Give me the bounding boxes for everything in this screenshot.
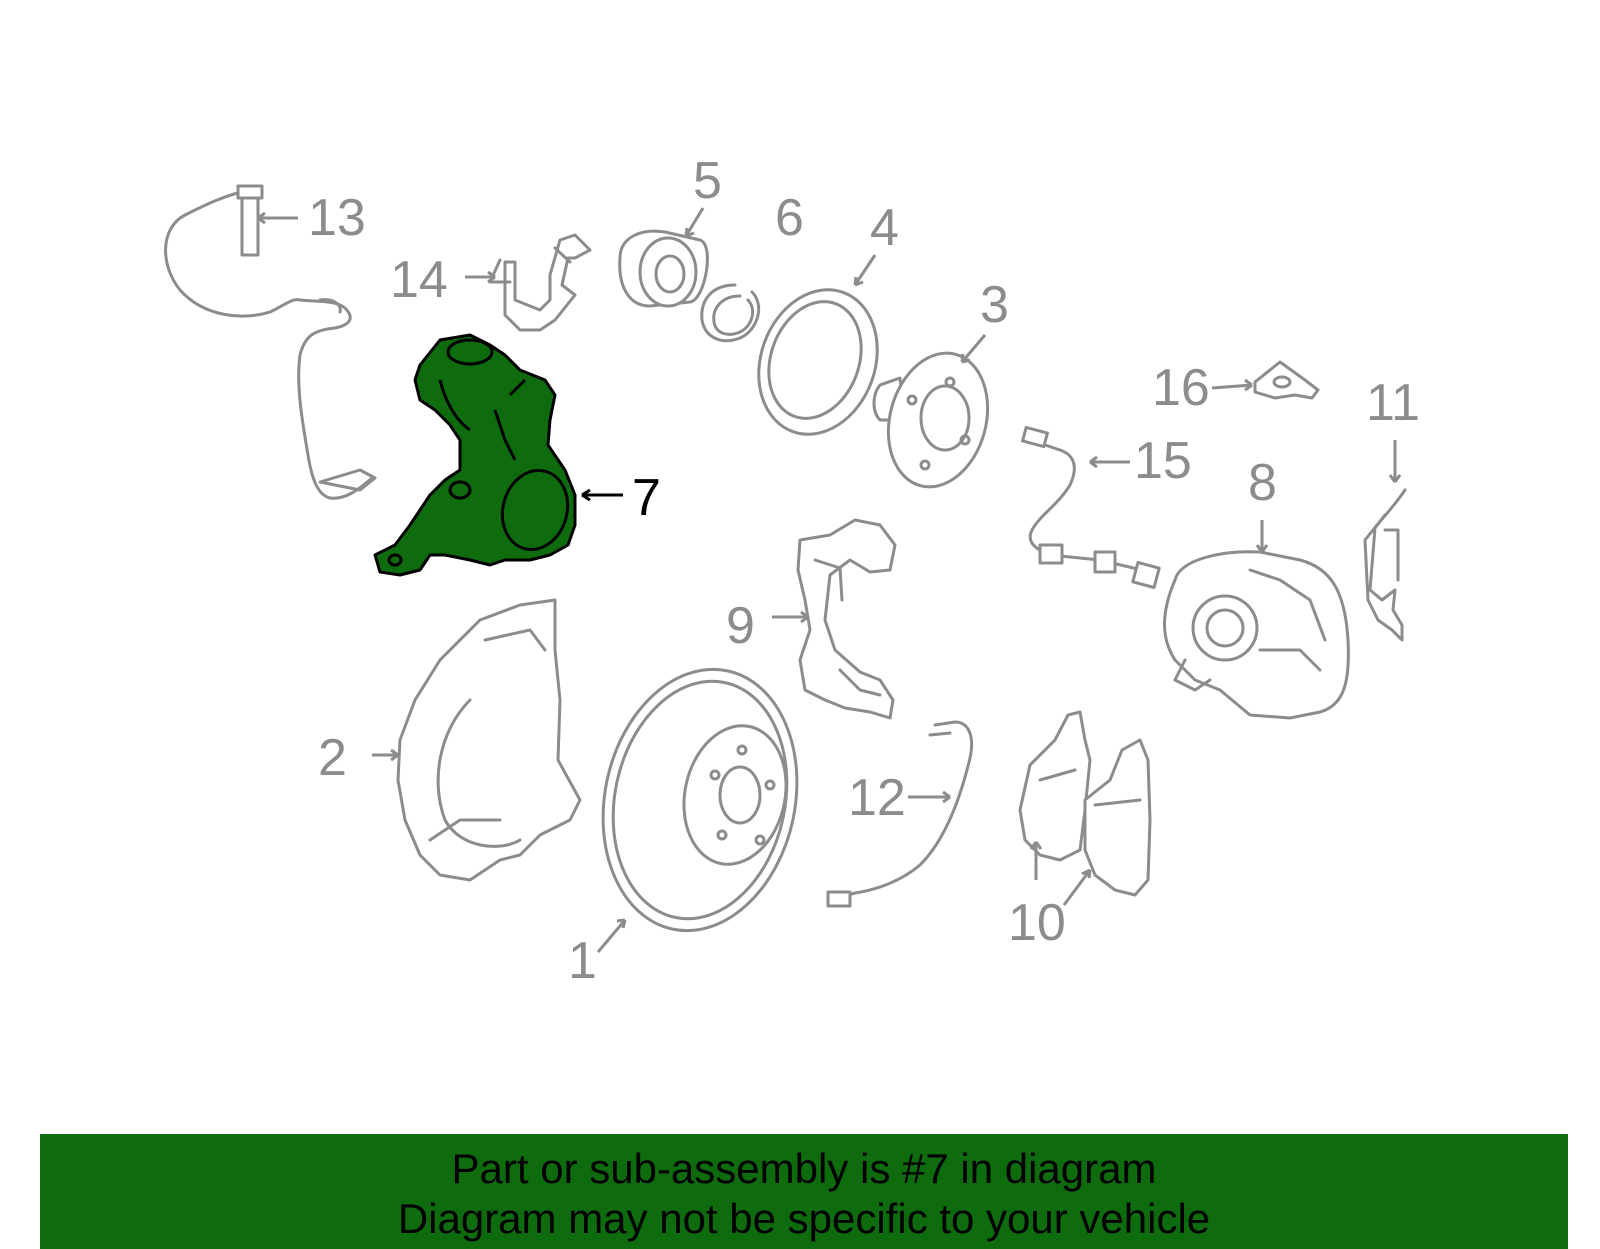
callout-14[interactable]: 14 bbox=[390, 251, 448, 309]
callout-11[interactable]: 11 bbox=[1366, 374, 1420, 432]
callout-15[interactable]: 15 bbox=[1134, 432, 1192, 490]
callout-labels: 1 2 3 4 5 6 7 8 9 10 11 12 13 14 15 16 bbox=[308, 152, 1420, 990]
part-5-wheel-bearing[interactable] bbox=[618, 229, 709, 308]
callout-4[interactable]: 4 bbox=[870, 199, 899, 257]
callout-10[interactable]: 10 bbox=[1008, 894, 1066, 952]
info-banner: Part or sub-assembly is #7 in diagram Di… bbox=[40, 1134, 1568, 1249]
part-13-abs-sensor[interactable] bbox=[164, 184, 377, 500]
callout-2[interactable]: 2 bbox=[318, 729, 347, 787]
part-4-seal[interactable] bbox=[739, 273, 897, 451]
callout-1[interactable]: 1 bbox=[568, 932, 597, 990]
part-8-caliper[interactable] bbox=[1163, 550, 1350, 720]
callout-12[interactable]: 12 bbox=[848, 769, 906, 827]
callout-13[interactable]: 13 bbox=[308, 189, 366, 247]
part-15-brake-hose[interactable] bbox=[1021, 425, 1161, 590]
part-11-spring-clip[interactable] bbox=[1363, 488, 1407, 642]
callout-16[interactable]: 16 bbox=[1152, 359, 1210, 417]
part-9-caliper-carrier[interactable] bbox=[796, 518, 897, 720]
banner-line-2: Diagram may not be specific to your vehi… bbox=[397, 1195, 1211, 1242]
part-10-brake-pads[interactable] bbox=[1018, 710, 1152, 897]
part-16-clip[interactable] bbox=[1253, 360, 1320, 400]
callout-8[interactable]: 8 bbox=[1248, 454, 1277, 512]
callout-7[interactable]: 7 bbox=[632, 469, 661, 527]
part-6-snap-ring[interactable] bbox=[700, 283, 761, 343]
callout-6[interactable]: 6 bbox=[775, 189, 804, 247]
part-12-wear-sensor[interactable] bbox=[826, 720, 974, 908]
part-14-bracket[interactable] bbox=[488, 233, 592, 332]
callout-9[interactable]: 9 bbox=[726, 597, 755, 655]
part-1-brake-rotor[interactable] bbox=[580, 651, 821, 949]
callout-3[interactable]: 3 bbox=[980, 276, 1009, 334]
part-7-steering-knuckle[interactable] bbox=[373, 333, 577, 577]
banner-line-1: Part or sub-assembly is #7 in diagram bbox=[451, 1145, 1157, 1192]
callout-leaders bbox=[257, 207, 1402, 953]
callout-5[interactable]: 5 bbox=[693, 152, 722, 210]
part-3-hub-flange[interactable] bbox=[872, 342, 1002, 498]
part-2-splash-shield[interactable] bbox=[396, 598, 582, 882]
